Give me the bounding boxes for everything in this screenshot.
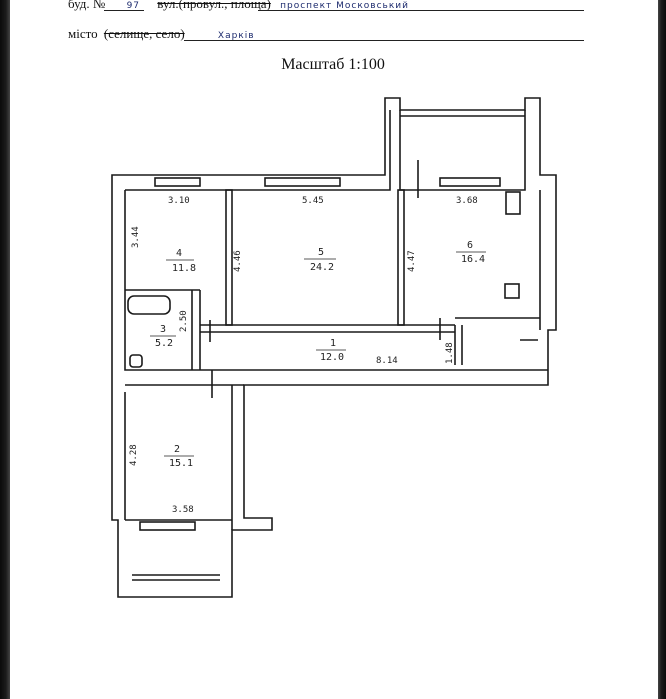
window-5 [264, 177, 341, 187]
wall-4-5 [225, 189, 233, 326]
building-number: 97 [126, 1, 141, 11]
room-5-dim-top: 5.45 [302, 196, 324, 206]
stove [505, 191, 521, 215]
window-4 [154, 177, 201, 187]
room-1-area: 12.0 [320, 352, 344, 363]
outer-wall-inner [124, 110, 541, 371]
room-6-dim-side: 4.47 [407, 250, 417, 272]
scale-label: Масштаб 1:100 [281, 56, 385, 73]
room-4-area: 11.8 [172, 263, 196, 274]
room-5-area: 24.2 [310, 262, 334, 273]
kitchen-sink [504, 283, 520, 299]
photo-edge-left [0, 0, 10, 699]
room-4-dim-side: 3.44 [131, 226, 141, 248]
outer-wall-outer [111, 97, 557, 598]
toilet [129, 354, 143, 368]
city-label: місто [68, 26, 98, 41]
room-2-number: 2 [174, 444, 180, 455]
settlement-type: (селище, село) [103, 26, 185, 41]
street-name: проспект Московський [280, 1, 409, 11]
city-underline [184, 40, 584, 41]
room-4-dim-top: 3.10 [168, 196, 190, 206]
room-3-area: 5.2 [155, 338, 173, 349]
room-5-number: 5 [318, 247, 324, 258]
room-3-dim-side: 2.50 [179, 310, 189, 332]
city-line: місто (селище, село) Харків [68, 26, 255, 42]
building-line: буд. № 97 вул.(провул., площа) проспект … [68, 0, 409, 12]
room-2-dim-bottom: 3.58 [172, 505, 194, 515]
window-2 [139, 521, 196, 531]
room-1-dim-length: 8.14 [376, 356, 398, 366]
room-1-number: 1 [330, 338, 336, 349]
room-6-number: 6 [467, 240, 473, 251]
room-1-dim-side: 1.48 [445, 342, 455, 364]
room-6-dim-top: 3.68 [456, 196, 478, 206]
room-2-dim-side: 4.28 [129, 444, 139, 466]
street-type: вул.(провул., площа) [157, 0, 271, 11]
room-3-number: 3 [160, 324, 166, 335]
street-underline [258, 10, 584, 11]
room-6-area: 16.4 [461, 254, 485, 265]
photo-edge-right [658, 0, 666, 699]
room-5-dim-side: 4.46 [233, 250, 243, 272]
building-number-underline [104, 10, 144, 11]
bathtub [127, 295, 171, 315]
wall-5-6 [397, 189, 405, 326]
room-4-number: 4 [176, 248, 182, 259]
window-6 [439, 177, 501, 187]
city-name: Харків [217, 31, 255, 41]
room-2-area: 15.1 [169, 458, 193, 469]
building-label: буд. № [68, 0, 106, 11]
